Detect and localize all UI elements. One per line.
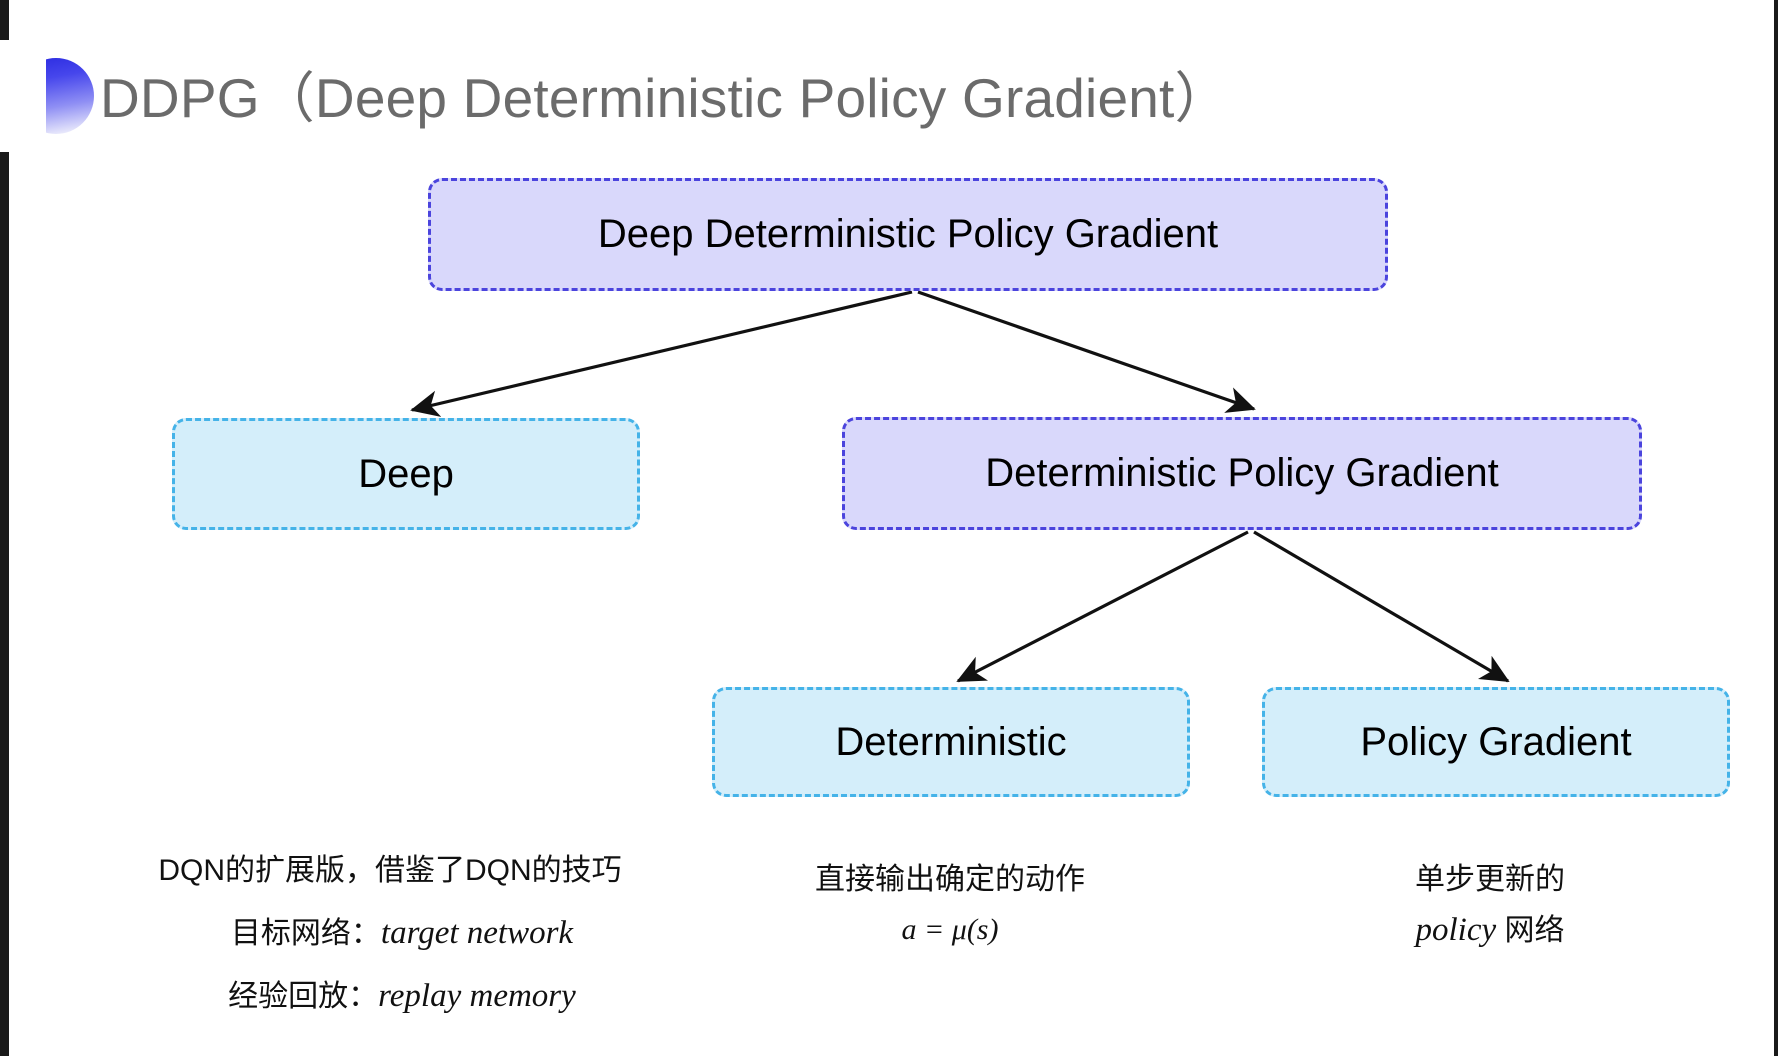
caption-policy-gradient: 单步更新的 policy 网络 (1300, 855, 1680, 956)
edge-root-to-deep (410, 290, 913, 417)
caption-deterministic-formula: a = μ(s) (901, 913, 999, 946)
caption-deep-line3: 经验回放：replay memory (60, 965, 720, 1028)
node-deterministic-policy-gradient[interactable]: Deterministic Policy Gradient (842, 417, 1642, 530)
caption-policy-gradient-line2: policy 网络 (1300, 905, 1680, 956)
edge-root-to-dpg (917, 290, 1256, 413)
node-policy-gradient[interactable]: Policy Gradient (1262, 687, 1730, 797)
caption-deep-line2-term: target network (380, 915, 574, 951)
node-deep[interactable]: Deep (172, 418, 640, 530)
caption-deep-line3-label: 经验回放： (228, 980, 379, 1013)
title-bullet-mask (0, 40, 46, 152)
caption-policy-gradient-suffix: 网络 (1496, 914, 1565, 947)
caption-deep-line1: DQN的扩展版，借鉴了DQN的技巧 (158, 854, 622, 887)
right-edge-bar (1774, 0, 1778, 1056)
caption-deep: DQN的扩展版，借鉴了DQN的技巧 目标网络：target network 经验… (60, 840, 720, 1028)
page-title: DDPG（Deep Deterministic Policy Gradient） (100, 67, 1230, 129)
node-deep-deterministic-policy-gradient[interactable]: Deep Deterministic Policy Gradient (428, 178, 1388, 291)
caption-policy-gradient-term: policy (1415, 912, 1497, 948)
caption-deep-line2-label: 目标网络： (230, 917, 381, 950)
left-edge-bar (0, 0, 9, 1056)
node-deterministic[interactable]: Deterministic (712, 687, 1190, 797)
edge-dpg-to-deterministic (956, 530, 1249, 683)
caption-policy-gradient-line1: 单步更新的 (1415, 863, 1565, 896)
caption-deep-line2: 目标网络：target network (60, 902, 720, 965)
edge-dpg-to-policy-gradient (1253, 530, 1510, 683)
caption-deterministic: 直接输出确定的动作 a = μ(s) (740, 855, 1160, 955)
caption-deep-line3-term: replay memory (378, 978, 576, 1014)
caption-deterministic-line1: 直接输出确定的动作 (815, 863, 1085, 896)
